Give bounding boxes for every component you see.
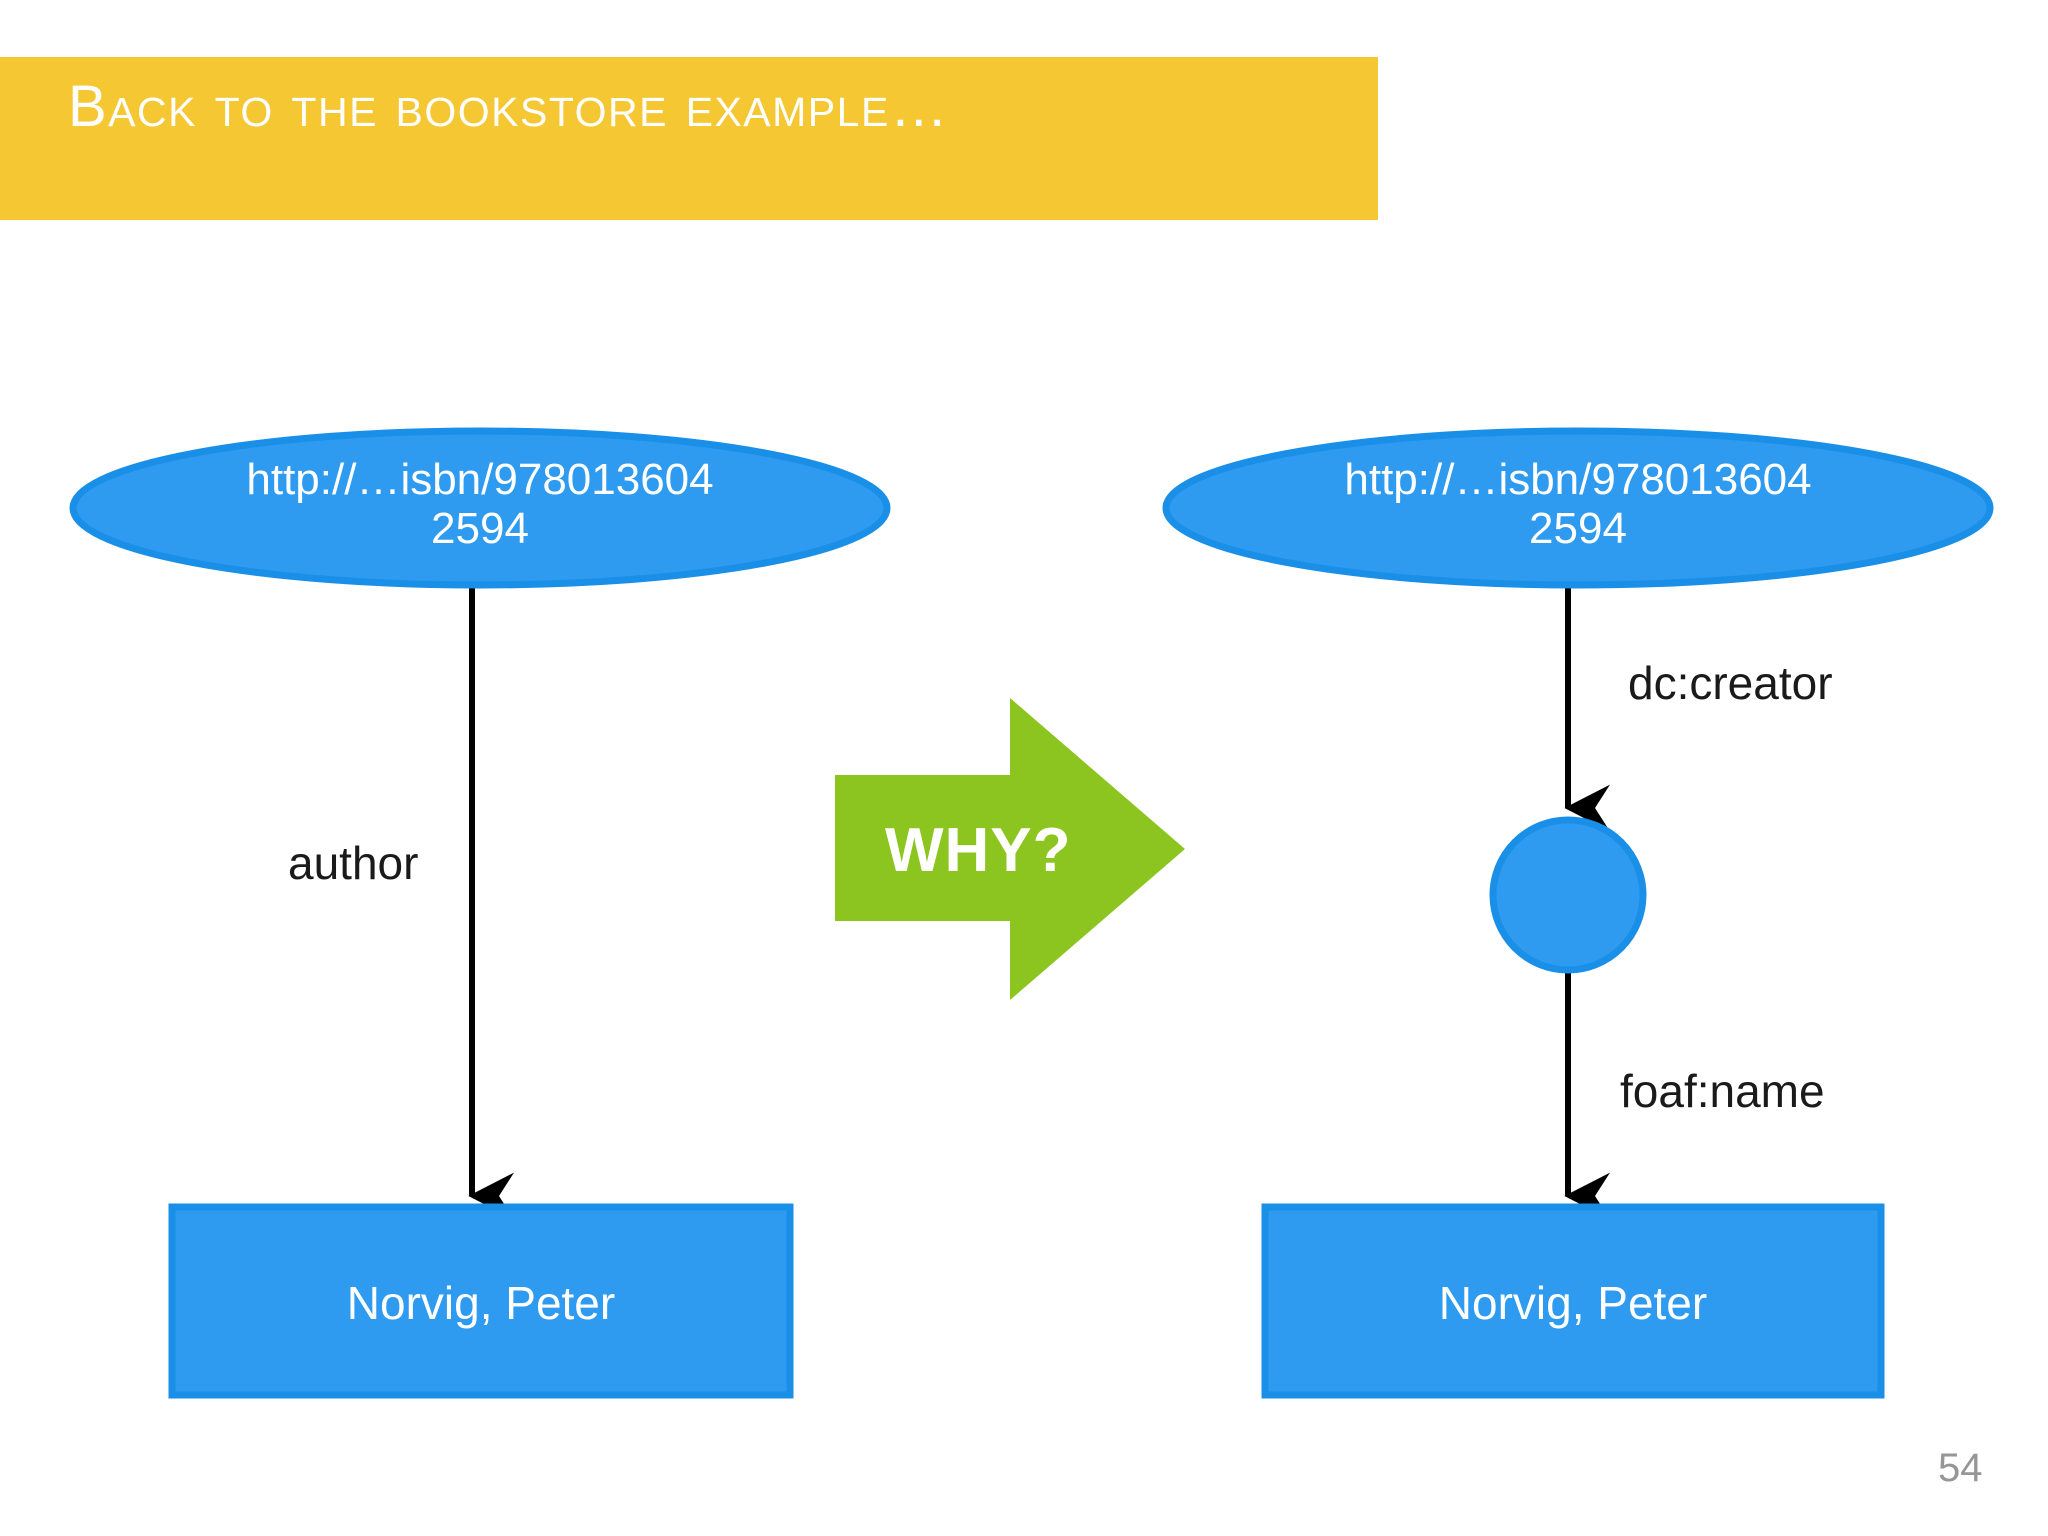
page-title: Back to the bookstore example…: [68, 74, 950, 139]
page-number: 54: [1938, 1446, 1983, 1490]
right-edge-label-dc-creator: dc:creator: [1628, 657, 1833, 709]
title-banner: [0, 57, 1378, 220]
right-edge-label-foaf-name: foaf:name: [1620, 1065, 1825, 1117]
why-arrow-label: WHY?: [885, 816, 1072, 885]
right-subject-label: http://…isbn/978013604 2594: [1344, 455, 1812, 554]
right-blank-node-circle[interactable]: [1489, 816, 1647, 974]
right-object-label: Norvig, Peter: [1438, 1277, 1708, 1329]
left-object-label: Norvig, Peter: [346, 1277, 616, 1329]
left-edge-label-author: author: [288, 837, 419, 889]
left-subject-label: http://…isbn/978013604 2594: [246, 455, 714, 554]
